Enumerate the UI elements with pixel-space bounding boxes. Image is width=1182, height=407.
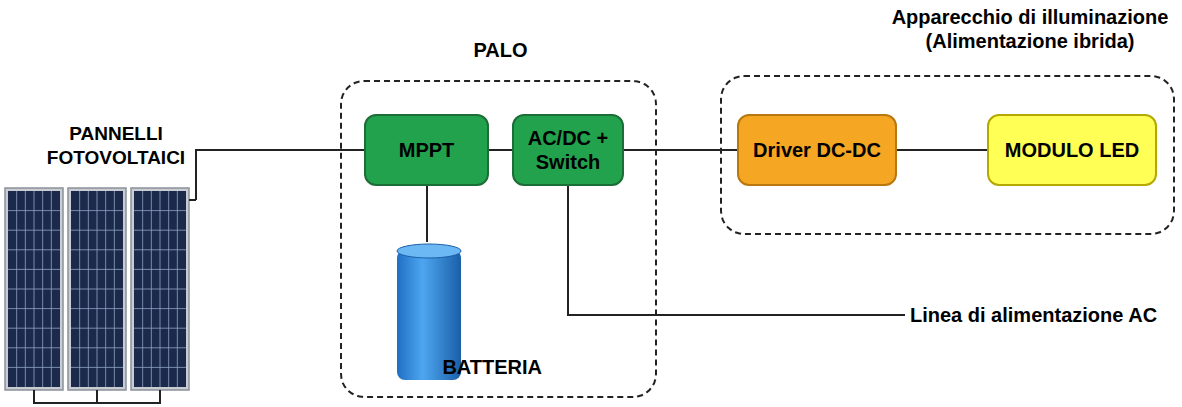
node-label: MPPT: [399, 138, 455, 162]
panel-cells: [71, 191, 123, 387]
panel-wire: [189, 199, 196, 201]
node-label: AC/DC + Switch: [522, 126, 614, 174]
mppt-box: MPPT: [364, 114, 489, 186]
panel-cells: [134, 191, 186, 387]
battery: BATTERIA: [392, 242, 542, 397]
led-module-box: MODULO LED: [987, 114, 1157, 186]
panel-frame: [5, 188, 63, 390]
solar-array: PANNELLI FOTOVOLTAICI: [0, 120, 196, 405]
pole-group: PALOMPPTAC/DC + SwitchBATTERIA: [340, 80, 657, 398]
panel-frame: [131, 188, 189, 390]
panel-cells: [8, 191, 60, 387]
connector: [196, 150, 364, 200]
line-label: Linea di alimentazione AC: [910, 303, 1157, 327]
node-label: MODULO LED: [1005, 138, 1139, 162]
connector: [426, 186, 428, 242]
driver-box: Driver DC-DC: [737, 114, 897, 186]
panel-wiring: [34, 200, 196, 403]
node-label: PANNELLI FOTOVOLTAICI: [38, 122, 194, 170]
solar-panels: [5, 188, 189, 390]
node-label: BATTERIA: [442, 355, 542, 379]
panel-frame: [68, 188, 126, 390]
acdc-switch-box: AC/DC + Switch: [512, 114, 624, 186]
luminaire-group: Apparecchio di illuminazione (Alimentazi…: [720, 75, 1175, 235]
panel-wire: [96, 390, 98, 403]
node-label: Driver DC-DC: [753, 138, 881, 162]
cell-grid: [8, 191, 186, 387]
group-heading: PALO: [342, 38, 659, 62]
panel-wire: [34, 390, 160, 403]
connector: [897, 149, 987, 151]
connector: [489, 149, 512, 151]
ac-supply-wire: [568, 186, 905, 315]
group-heading: Apparecchio di illuminazione (Alimentazi…: [885, 5, 1175, 53]
